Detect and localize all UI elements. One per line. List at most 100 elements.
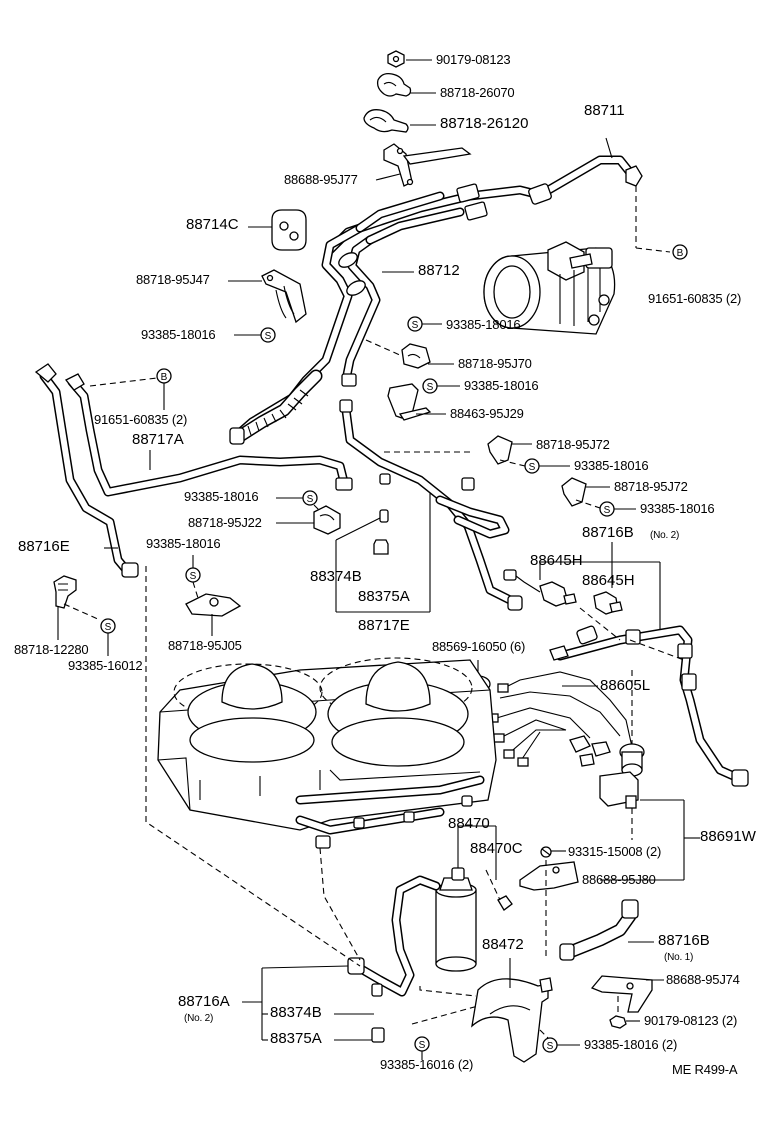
clamp-88714C — [271, 209, 307, 251]
label-88718-26070: 88718-26070 — [440, 85, 515, 100]
clamp-88718-95J47 — [261, 269, 307, 324]
label-no2-b: (No. 2) — [184, 1013, 214, 1024]
label-88718-95J22: 88718-95J22 — [188, 515, 262, 530]
marker-b-1 — [672, 244, 688, 260]
valve-88691W — [599, 743, 645, 809]
pipe-88712 — [229, 183, 488, 445]
label-88718-26120: 88718-26120 — [440, 115, 529, 132]
label-88718-12280: 88718-12280 — [14, 642, 89, 657]
bracket-88688-95J74 — [590, 975, 653, 1013]
compressor — [483, 241, 616, 335]
label-88712: 88712 — [418, 262, 460, 279]
label-88374B-a: 88374B — [310, 568, 362, 585]
label-88645H-b: 88645H — [582, 572, 635, 589]
marker-s-2-letter: S — [412, 320, 419, 331]
label-88716A: 88716A — [178, 993, 230, 1010]
label-88718-95J47: 88718-95J47 — [136, 272, 210, 287]
label-93385-18016-d: 93385-18016 — [574, 458, 649, 473]
hose-88716B-no1 — [559, 899, 639, 961]
label-93385-16012: 93385-16012 — [68, 658, 143, 673]
label-88718-95J72-a: 88718-95J72 — [536, 437, 610, 452]
label-no2-a: (No. 2) — [650, 530, 680, 541]
label-no1: (No. 1) — [664, 952, 694, 963]
nut-90179 — [387, 50, 405, 68]
label-93385-18016-f: 93385-18016 — [640, 501, 715, 516]
label-88717A: 88717A — [132, 431, 184, 448]
label-93385-18016-b: 93385-18016 — [446, 317, 521, 332]
label-88375A-a: 88375A — [358, 588, 410, 605]
label-93385-18016-g: 93385-18016 — [146, 536, 221, 551]
marker-s-3-letter: S — [427, 382, 434, 393]
label-91651-60835-b: 91651-60835 (2) — [94, 412, 188, 427]
label-93385-18016-c: 93385-18016 — [464, 378, 539, 393]
clamp-88718-26070 — [376, 72, 412, 97]
clamp-88718-95J05 — [185, 593, 242, 617]
label-88718-95J72-b: 88718-95J72 — [614, 479, 688, 494]
marker-b-1-letter: B — [677, 248, 684, 259]
pipe-88717A — [64, 373, 353, 497]
label-93315-15008: 93315-15008 (2) — [568, 844, 662, 859]
label-88716B-b: 88716B — [658, 932, 710, 949]
clamp-88718-95J22 — [313, 505, 341, 535]
pipe-88716B-no2 — [549, 625, 749, 787]
label-88470C: 88470C — [470, 840, 523, 857]
pipe-88716A-no2 — [347, 875, 441, 1043]
clamp-88718-95J72-b — [561, 477, 587, 507]
label-88645H-a: 88645H — [530, 552, 583, 569]
label-93385-18016-h: 93385-18016 (2) — [584, 1037, 678, 1052]
label-88691W: 88691W — [700, 828, 756, 845]
label-88711: 88711 — [584, 102, 625, 119]
label-93385-18016-a: 93385-18016 — [141, 327, 216, 342]
clamp-88718-26120 — [363, 109, 409, 133]
clamp-88718-95J72-a — [487, 435, 513, 465]
marker-s-7-letter: S — [190, 571, 197, 582]
pipe-88716E — [34, 363, 139, 578]
label-88718-95J05: 88718-95J05 — [168, 638, 242, 653]
bracket-88688-95J77 — [383, 143, 472, 187]
marker-s-10-letter: S — [547, 1041, 554, 1052]
label-88569-16050: 88569-16050 (6) — [432, 639, 526, 654]
marker-s-8-letter: S — [105, 622, 112, 633]
label-88716B-a: 88716B — [582, 524, 634, 541]
label-90179-08123-b: 90179-08123 (2) — [644, 1013, 738, 1028]
label-drawing-ref: ME R499-A — [672, 1062, 738, 1077]
screw-93315 — [540, 846, 552, 858]
bracket-88463-95J29 — [387, 383, 432, 421]
label-88714C: 88714C — [186, 216, 239, 233]
marker-s-1-letter: S — [265, 331, 272, 342]
bolt-88374B — [379, 509, 389, 523]
label-88463-95J29: 88463-95J29 — [450, 406, 524, 421]
marker-s-5-letter: S — [529, 462, 536, 473]
clamp-88718-95J70 — [401, 343, 431, 369]
label-88688-95J77: 88688-95J77 — [284, 172, 358, 187]
label-90179-08123: 90179-08123 — [436, 52, 511, 67]
label-88716E: 88716E — [18, 538, 70, 555]
nut-90179-b — [609, 1015, 627, 1029]
label-88688-95J74: 88688-95J74 — [666, 972, 740, 987]
blower-unit — [157, 657, 497, 849]
label-88605L: 88605L — [600, 677, 651, 694]
label-88688-95J80: 88688-95J80 — [582, 872, 656, 887]
label-88472: 88472 — [482, 936, 524, 953]
label-91651-60835-a: 91651-60835 (2) — [648, 291, 742, 306]
label-88375A-b: 88375A — [270, 1030, 322, 1047]
marker-s-4-letter: S — [307, 494, 314, 505]
marker-s-6-letter: S — [604, 505, 611, 516]
bracket-88472 — [471, 977, 553, 1063]
label-93385-18016-e: 93385-18016 — [184, 489, 259, 504]
clamp-88718-12280 — [53, 575, 77, 609]
label-88717E: 88717E — [358, 617, 410, 634]
pipe-88717E — [339, 399, 523, 611]
cap-88375A — [373, 539, 389, 555]
marker-b-2-letter: B — [161, 372, 168, 383]
label-88470: 88470 — [448, 815, 490, 832]
switch-88645H-b — [593, 591, 623, 615]
receiver-drier — [435, 867, 513, 972]
label-88718-95J70: 88718-95J70 — [458, 356, 532, 371]
bracket-88688-95J80 — [519, 861, 579, 891]
label-88374B-b: 88374B — [270, 1004, 322, 1021]
label-93385-16016: 93385-16016 (2) — [380, 1057, 474, 1072]
switch-88645H-a — [503, 569, 577, 607]
